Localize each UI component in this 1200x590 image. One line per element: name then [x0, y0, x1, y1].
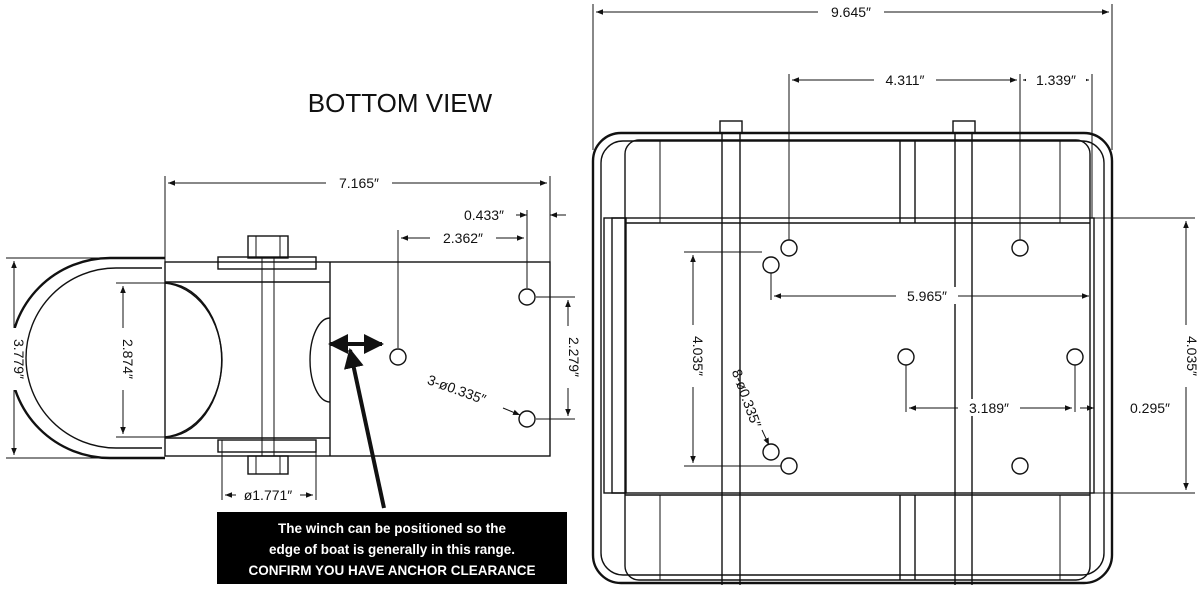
plate-hole [780, 239, 798, 257]
dim-offset: 0.433″ [464, 207, 504, 223]
mount-hole [518, 410, 536, 428]
plate-hole [762, 256, 780, 274]
dim-hole-x2: 1.339″ [1036, 72, 1076, 88]
dim-hole-x1: 4.311″ [886, 72, 925, 88]
plate-hole [1011, 457, 1029, 475]
dim-holes: 3-ø0.335″ [425, 371, 488, 407]
dim-edge: 0.295″ [1130, 400, 1170, 416]
top-bolt [719, 120, 743, 134]
plate-hole [780, 457, 798, 475]
outer-frame [591, 131, 1114, 585]
clearance-note: The winch can be positioned so the edge … [217, 512, 567, 584]
note-line-2: edge of boat is generally in this range. [269, 542, 515, 557]
pipe-circle [164, 282, 223, 438]
bracket-plate [164, 261, 551, 457]
plate-hole [1011, 239, 1029, 257]
dim-inner-span: 3.189″ [969, 400, 1009, 416]
mount-hole [389, 348, 407, 366]
clamp-inner [25, 267, 162, 449]
dim-hole-spacing: 2.362″ [443, 230, 483, 246]
top-bolt [952, 120, 976, 134]
note-line-3: CONFIRM YOU HAVE ANCHOR CLEARANCE [248, 563, 535, 578]
dim-height: 3.779″ [11, 339, 27, 379]
dim-holes-plate: 8-ø0.335″ [729, 367, 765, 430]
bolt-head-bottom [247, 455, 289, 475]
bolt-head-top [247, 235, 289, 259]
plate-hole [897, 348, 915, 366]
bracket-bottom-view [8, 235, 551, 475]
pointer-arrow [344, 348, 386, 509]
left-dimensions: 7.165″ 0.433″ 2.362″ 3.779″ 2.874″ 2.279… [4, 173, 582, 509]
dim-pipe: ø1.771″ [244, 487, 293, 503]
mount-hole [518, 288, 536, 306]
mount-plate [611, 217, 1095, 494]
top-tab [217, 256, 317, 270]
mount-plate-view [591, 120, 1114, 585]
dim-hole-span: 5.965″ [907, 288, 947, 304]
dim-height-left: 4.035″ [690, 336, 706, 376]
dim-inner-height: 2.874″ [120, 339, 136, 379]
dim-hole-vertical: 2.279″ [566, 337, 582, 377]
right-dimensions: 9.645″ 4.311″ 1.339″ 5.965″ 4.035″ 4.035… [592, 3, 1200, 494]
page-title: BOTTOM VIEW [308, 88, 493, 118]
dim-width: 9.645″ [831, 4, 871, 20]
bottom-tab [217, 439, 317, 453]
plate-hole [1066, 348, 1084, 366]
note-line-1: The winch can be positioned so the [278, 521, 507, 536]
clamp-outer [8, 256, 165, 460]
plate-hole [762, 443, 780, 461]
dim-height-right: 4.035″ [1184, 336, 1200, 376]
dim-overall-length: 7.165″ [339, 175, 379, 191]
